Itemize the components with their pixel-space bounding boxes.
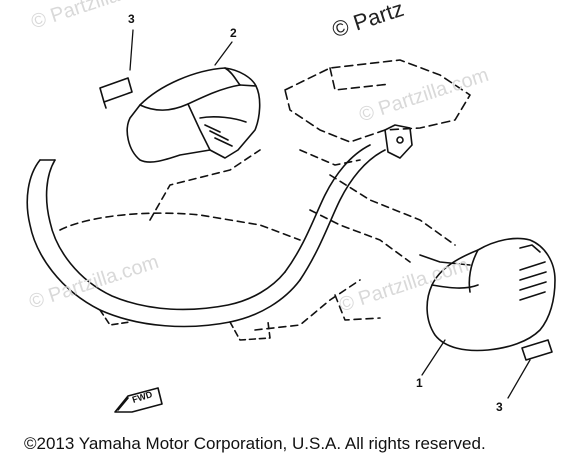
- mount-bracket: [384, 124, 413, 159]
- part-3-emblem-bottom: [521, 339, 553, 361]
- copyright-notice: ©2013 Yamaha Motor Corporation, U.S.A. A…: [24, 434, 486, 453]
- frame-body: [59, 149, 456, 331]
- exploded-parts-diagram: [26, 29, 556, 413]
- callout-1: 1: [416, 376, 423, 390]
- part-3-emblem-top: [99, 77, 133, 109]
- callout-3-bottom: 3: [496, 400, 503, 414]
- part-2-upper-cover: [126, 67, 261, 163]
- tank-outline: [284, 59, 471, 143]
- callout-3-top: 3: [128, 12, 135, 26]
- fwd-arrow-icon: [114, 387, 163, 413]
- callout-2: 2: [230, 26, 237, 40]
- frame-tube: [26, 144, 386, 341]
- leader-lines: [129, 29, 531, 399]
- part-1-lower-cover: [419, 237, 556, 352]
